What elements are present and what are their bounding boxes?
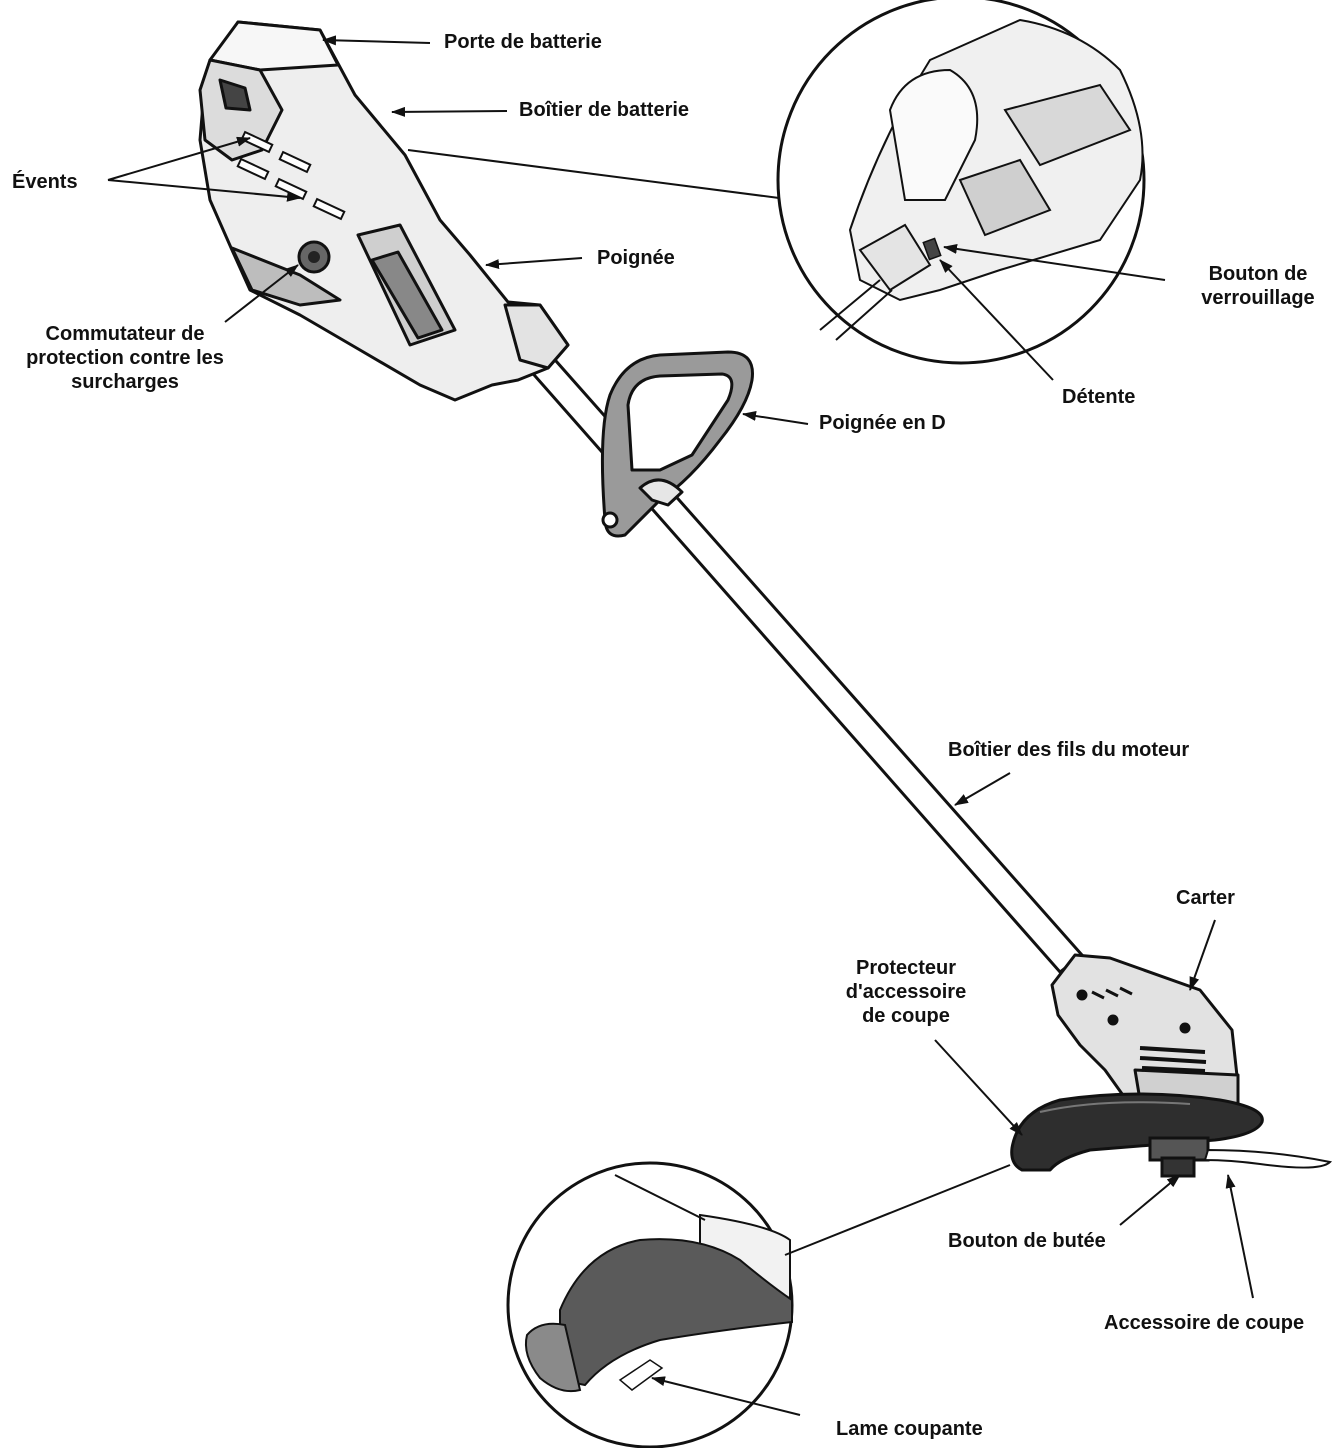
arrow-vent-2 (107, 179, 301, 202)
label-guard-line-2: d'accessoire (845, 981, 967, 1003)
arrow-wire-housing (954, 772, 1011, 806)
label-cutting-blade: Lame coupante (836, 1418, 983, 1440)
spool (1148, 1136, 1210, 1178)
label-d-handle: Poignée en D (819, 412, 946, 434)
label-housing: Carter (1176, 887, 1235, 909)
arrow-battery-housing (391, 106, 508, 117)
label-lock-line-2: verrouillage (1201, 287, 1315, 309)
label-cutting-attachment: Accessoire de coupe (1104, 1312, 1305, 1334)
arrow-battery-door (322, 35, 431, 46)
label-overload-line-1: Commutateur de (45, 323, 205, 345)
label-guard: Protecteur d'accessoire de coupe (826, 956, 986, 1028)
d-handle-drawing (600, 350, 754, 538)
label-wire-housing: Boîtier des fils du moteur (948, 739, 1190, 761)
arrow-vent-1 (107, 136, 251, 181)
arrow-housing (1189, 919, 1216, 991)
label-bump-knob: Bouton de butée (948, 1230, 1106, 1252)
cutting-line (1203, 1148, 1333, 1169)
arrow-cutting-blade (651, 1376, 801, 1416)
label-overload-line-3: surcharges (71, 371, 179, 393)
detail-circle-blade (506, 1161, 794, 1448)
label-guard-line-1: Protecteur (855, 957, 957, 979)
arrow-bump-knob (1119, 1174, 1181, 1226)
label-guard-line-3: de coupe (862, 1005, 950, 1027)
arrow-guard (934, 1039, 1023, 1136)
overload-switch (297, 240, 331, 274)
label-lock-button: Bouton de verrouillage (1178, 262, 1337, 310)
label-overload-switch: Commutateur de protection contre les sur… (6, 322, 244, 394)
leader-arrows (107, 35, 1254, 1416)
label-vents: Évents (12, 171, 78, 193)
detail-circle-trigger (776, 0, 1146, 365)
arrow-lock-button (943, 243, 1166, 281)
label-battery-housing: Boîtier de batterie (519, 99, 690, 121)
label-trigger: Détente (1062, 386, 1136, 408)
battery-housing (198, 20, 570, 402)
callout-line-bottom (784, 1164, 1011, 1256)
label-battery-door: Porte de batterie (444, 31, 602, 53)
arrow-handle (485, 257, 583, 270)
arrow-cutting-attachment (1225, 1174, 1254, 1299)
arrow-overload (224, 264, 299, 323)
label-lock-line-1: Bouton de (1208, 263, 1308, 285)
arrow-trigger (939, 259, 1054, 381)
callout-line-top (407, 149, 780, 199)
label-handle: Poignée (597, 247, 675, 269)
guard-drawing (1010, 1092, 1264, 1172)
arrow-d-handle (742, 411, 809, 425)
label-overload-line-2: protection contre les (26, 347, 224, 369)
